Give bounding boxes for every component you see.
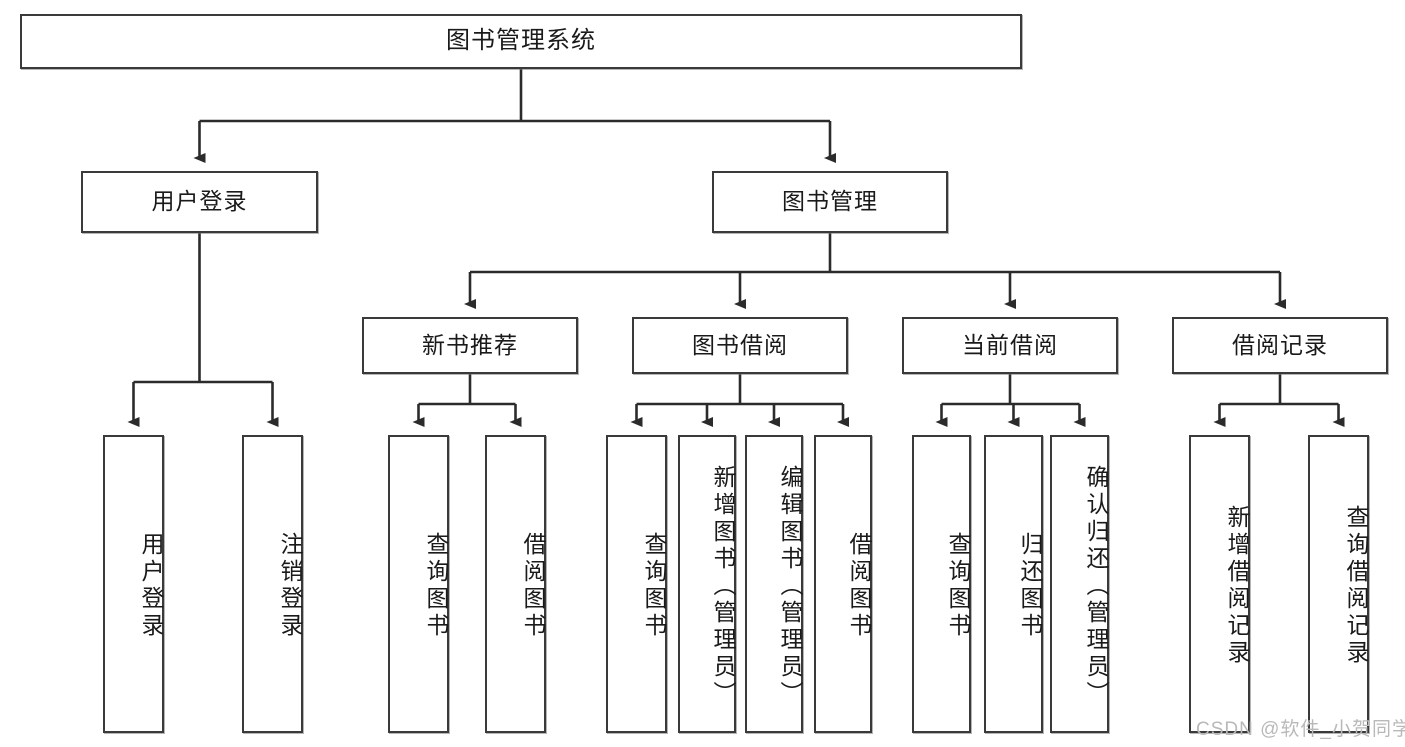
node-label: 确认归还（管理员） — [1083, 464, 1109, 708]
node-label: 当前借阅 — [962, 331, 1058, 358]
node-label: 用户登录 — [138, 532, 164, 640]
node-leaf-6[interactable]: 编辑图书（管理员） — [745, 435, 803, 733]
node-label: 查询图书 — [641, 532, 667, 640]
node-label: 新增图书（管理员） — [710, 464, 736, 708]
node-label: 查询图书 — [945, 532, 971, 640]
node-leaf-10[interactable]: 确认归还（管理员） — [1050, 435, 1109, 733]
node-label: 注销登录 — [277, 532, 303, 640]
node-leaf-7[interactable]: 借阅图书 — [814, 435, 872, 733]
node-leaf-5[interactable]: 新增图书（管理员） — [678, 435, 736, 733]
node-label: 查询借阅记录 — [1343, 505, 1369, 667]
watermark-text: CSDN @软件_小贺同学 — [1196, 719, 1405, 740]
node-label: 查询图书 — [423, 532, 449, 640]
node-label: 图书管理 — [782, 188, 878, 215]
node-level3-1[interactable]: 图书借阅 — [632, 317, 848, 374]
node-label: 图书管理系统 — [446, 27, 596, 55]
node-level2-1[interactable]: 图书管理 — [712, 171, 948, 233]
node-label: 编辑图书（管理员） — [777, 464, 803, 708]
node-label: 图书借阅 — [692, 331, 788, 358]
node-label: 新增借阅记录 — [1224, 505, 1250, 667]
node-leaf-3[interactable]: 借阅图书 — [485, 435, 546, 733]
node-label: 借阅记录 — [1232, 331, 1328, 358]
node-leaf-2[interactable]: 查询图书 — [388, 435, 449, 733]
node-leaf-0[interactable]: 用户登录 — [103, 435, 164, 733]
node-leaf-8[interactable]: 查询图书 — [912, 435, 971, 733]
node-root[interactable]: 图书管理系统 — [20, 14, 1022, 69]
node-leaf-11[interactable]: 新增借阅记录 — [1189, 435, 1250, 733]
node-label: 归还图书 — [1017, 532, 1043, 640]
node-label: 用户登录 — [151, 188, 248, 215]
node-level3-0[interactable]: 新书推荐 — [362, 317, 578, 374]
node-leaf-12[interactable]: 查询借阅记录 — [1308, 435, 1369, 733]
node-level3-2[interactable]: 当前借阅 — [902, 317, 1118, 374]
node-label: 新书推荐 — [422, 331, 518, 358]
node-label: 借阅图书 — [846, 532, 872, 640]
node-leaf-9[interactable]: 归还图书 — [984, 435, 1043, 733]
node-level2-0[interactable]: 用户登录 — [81, 171, 318, 233]
node-leaf-1[interactable]: 注销登录 — [242, 435, 303, 733]
node-leaf-4[interactable]: 查询图书 — [606, 435, 667, 733]
node-label: 借阅图书 — [520, 532, 546, 640]
node-level3-3[interactable]: 借阅记录 — [1172, 317, 1388, 374]
